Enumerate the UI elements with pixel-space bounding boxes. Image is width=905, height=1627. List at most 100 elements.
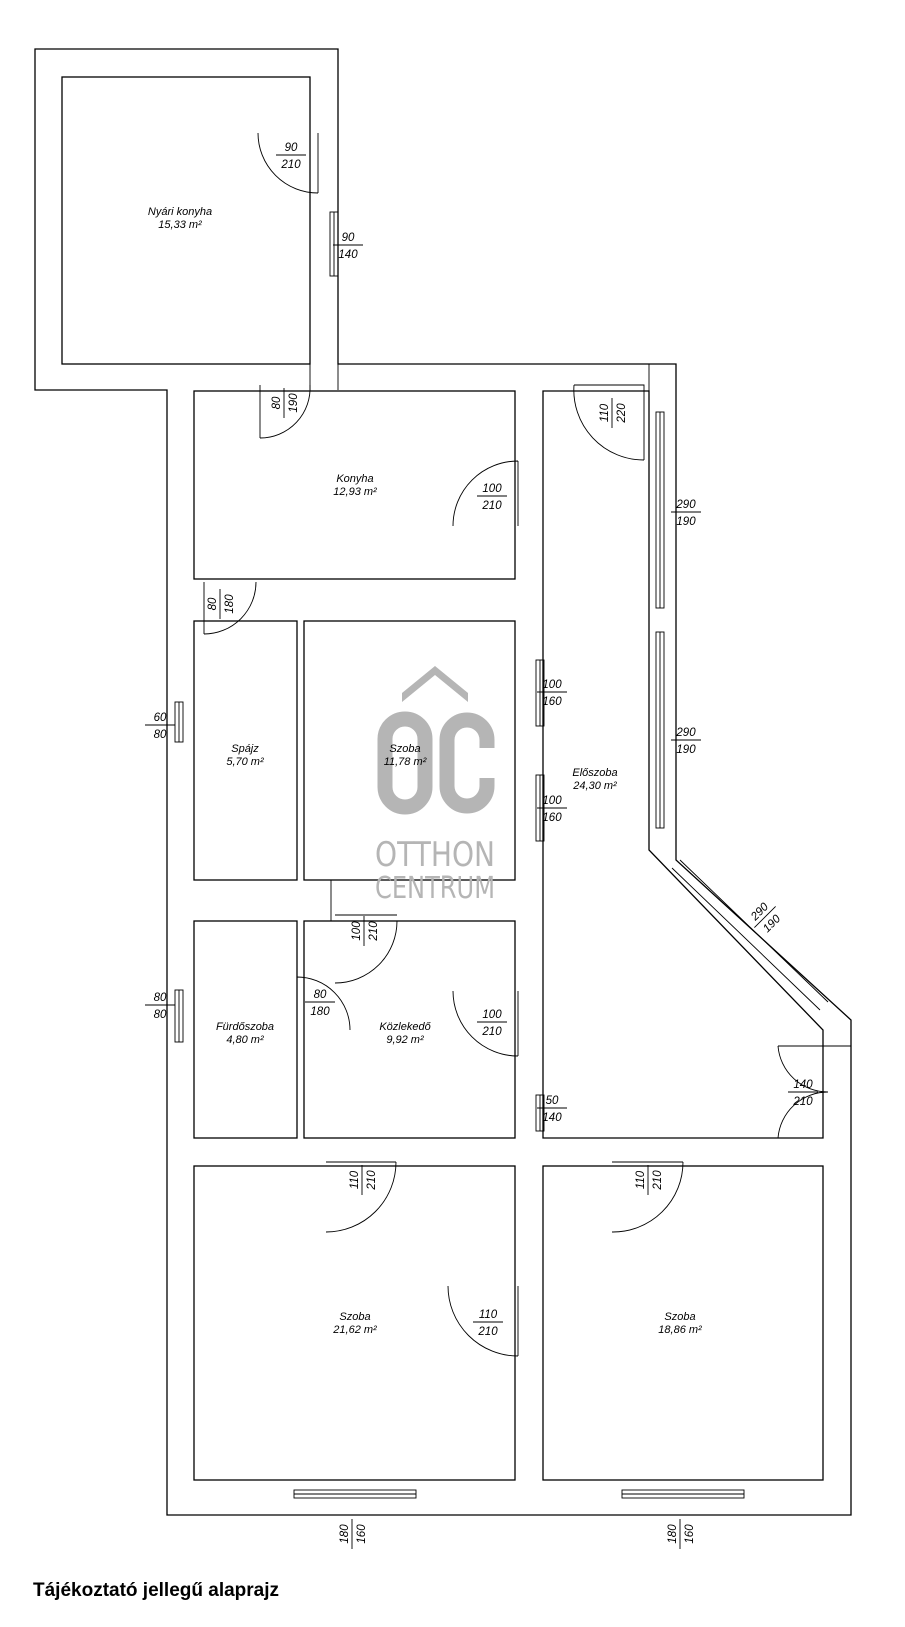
opening-width: 90 [285,142,298,154]
opening-width: 100 [542,679,562,691]
opening-width: 100 [542,795,562,807]
opening-height: 210 [366,1170,378,1191]
opening-height: 80 [154,1009,167,1021]
opening-width: 290 [675,727,696,739]
room-spajz-outline [193,620,298,881]
opening-width: 80 [314,989,327,1001]
room-area: 12,93 m² [333,486,377,498]
logo-line1: OTTHON [375,835,495,875]
opening-dimension: 180 160 [667,1519,696,1549]
opening-height: 160 [684,1524,696,1544]
door-swing-icon [777,1045,829,1139]
room-name: Nyári konyha [148,206,212,218]
door-swing-icon [447,1285,519,1357]
door-swing-icon [325,1161,397,1233]
room-konyha-outline [193,390,516,580]
room-name: Előszoba [572,767,617,779]
opening-width: 100 [482,483,502,495]
opening-width: 50 [546,1095,559,1107]
room-name: Szoba [389,743,420,755]
logo-letter-o-icon [377,711,433,815]
opening-width: 110 [599,403,611,422]
room-area: 21,62 m² [332,1324,377,1336]
door-swing-icon [259,384,311,439]
room-area: 4,80 m² [226,1034,264,1046]
opening-width: 90 [342,232,355,244]
plan-caption: Tájékoztató jellegű alaprajz [33,1580,280,1601]
opening-width: 180 [667,1524,679,1544]
opening-width: 110 [479,1309,498,1321]
door-swing-icon [296,976,351,1031]
opening-width: 100 [351,921,363,941]
logo-letter-c-icon [439,712,495,814]
opening-height: 210 [280,159,301,171]
doors [203,132,829,1357]
room-name: Fürdőszoba [216,1021,274,1033]
opening-dimension: 110 210 [349,1165,378,1195]
room-area: 9,92 m² [386,1034,424,1046]
room-nyari-konyha-outline [61,76,311,365]
opening-height: 210 [481,1026,502,1038]
opening-width: 100 [482,1009,502,1021]
door-swing-icon [611,1161,684,1233]
door-swing-icon [573,384,645,461]
room-kozlekedo-outline [303,920,516,1139]
door-swing-icon [334,914,398,984]
opening-height: 210 [652,1170,664,1191]
wall-joints [309,364,852,1047]
opening-dimension: 110 210 [635,1165,664,1195]
opening-height: 190 [676,516,696,528]
logo-roof-icon [402,666,468,702]
opening-height: 190 [288,393,300,413]
opening-width: 140 [793,1079,813,1091]
dimension-divider [754,906,776,928]
room-name: Szoba [664,1311,695,1323]
opening-height: 190 [676,744,696,756]
opening-width: 110 [635,1170,647,1189]
room-name: Közlekedő [379,1021,431,1033]
watermark-logo: OTTHON CENTRUM [375,666,495,906]
room-name: Konyha [336,473,373,485]
opening-height: 180 [310,1006,330,1018]
opening-width: 80 [207,597,219,610]
opening-width: 60 [154,712,167,724]
opening-width: 110 [349,1170,361,1189]
opening-height: 160 [356,1524,368,1544]
opening-dimension: 100 210 [351,916,380,946]
room-area: 18,86 m² [658,1324,702,1336]
door-swing-icon [452,460,519,527]
opening-width: 180 [339,1524,351,1544]
room-area: 24,30 m² [572,780,617,792]
door-swing-icon [203,581,257,635]
room-szoba-right-outline [542,1165,824,1481]
opening-dimension: 80 190 [271,388,300,418]
room-name: Szoba [339,1311,370,1323]
opening-height: 210 [368,921,380,942]
opening-height: 210 [477,1326,498,1338]
opening-width: 80 [154,992,167,1004]
opening-height: 160 [542,696,562,708]
opening-height: 210 [481,500,502,512]
room-area: 5,70 m² [226,756,264,768]
door-swing-icon [257,132,319,194]
opening-width: 80 [271,396,283,409]
opening-height: 210 [792,1096,813,1108]
room-area: 11,78 m² [384,756,427,768]
window-icon [671,859,829,1011]
room-name: Spájz [231,743,259,755]
